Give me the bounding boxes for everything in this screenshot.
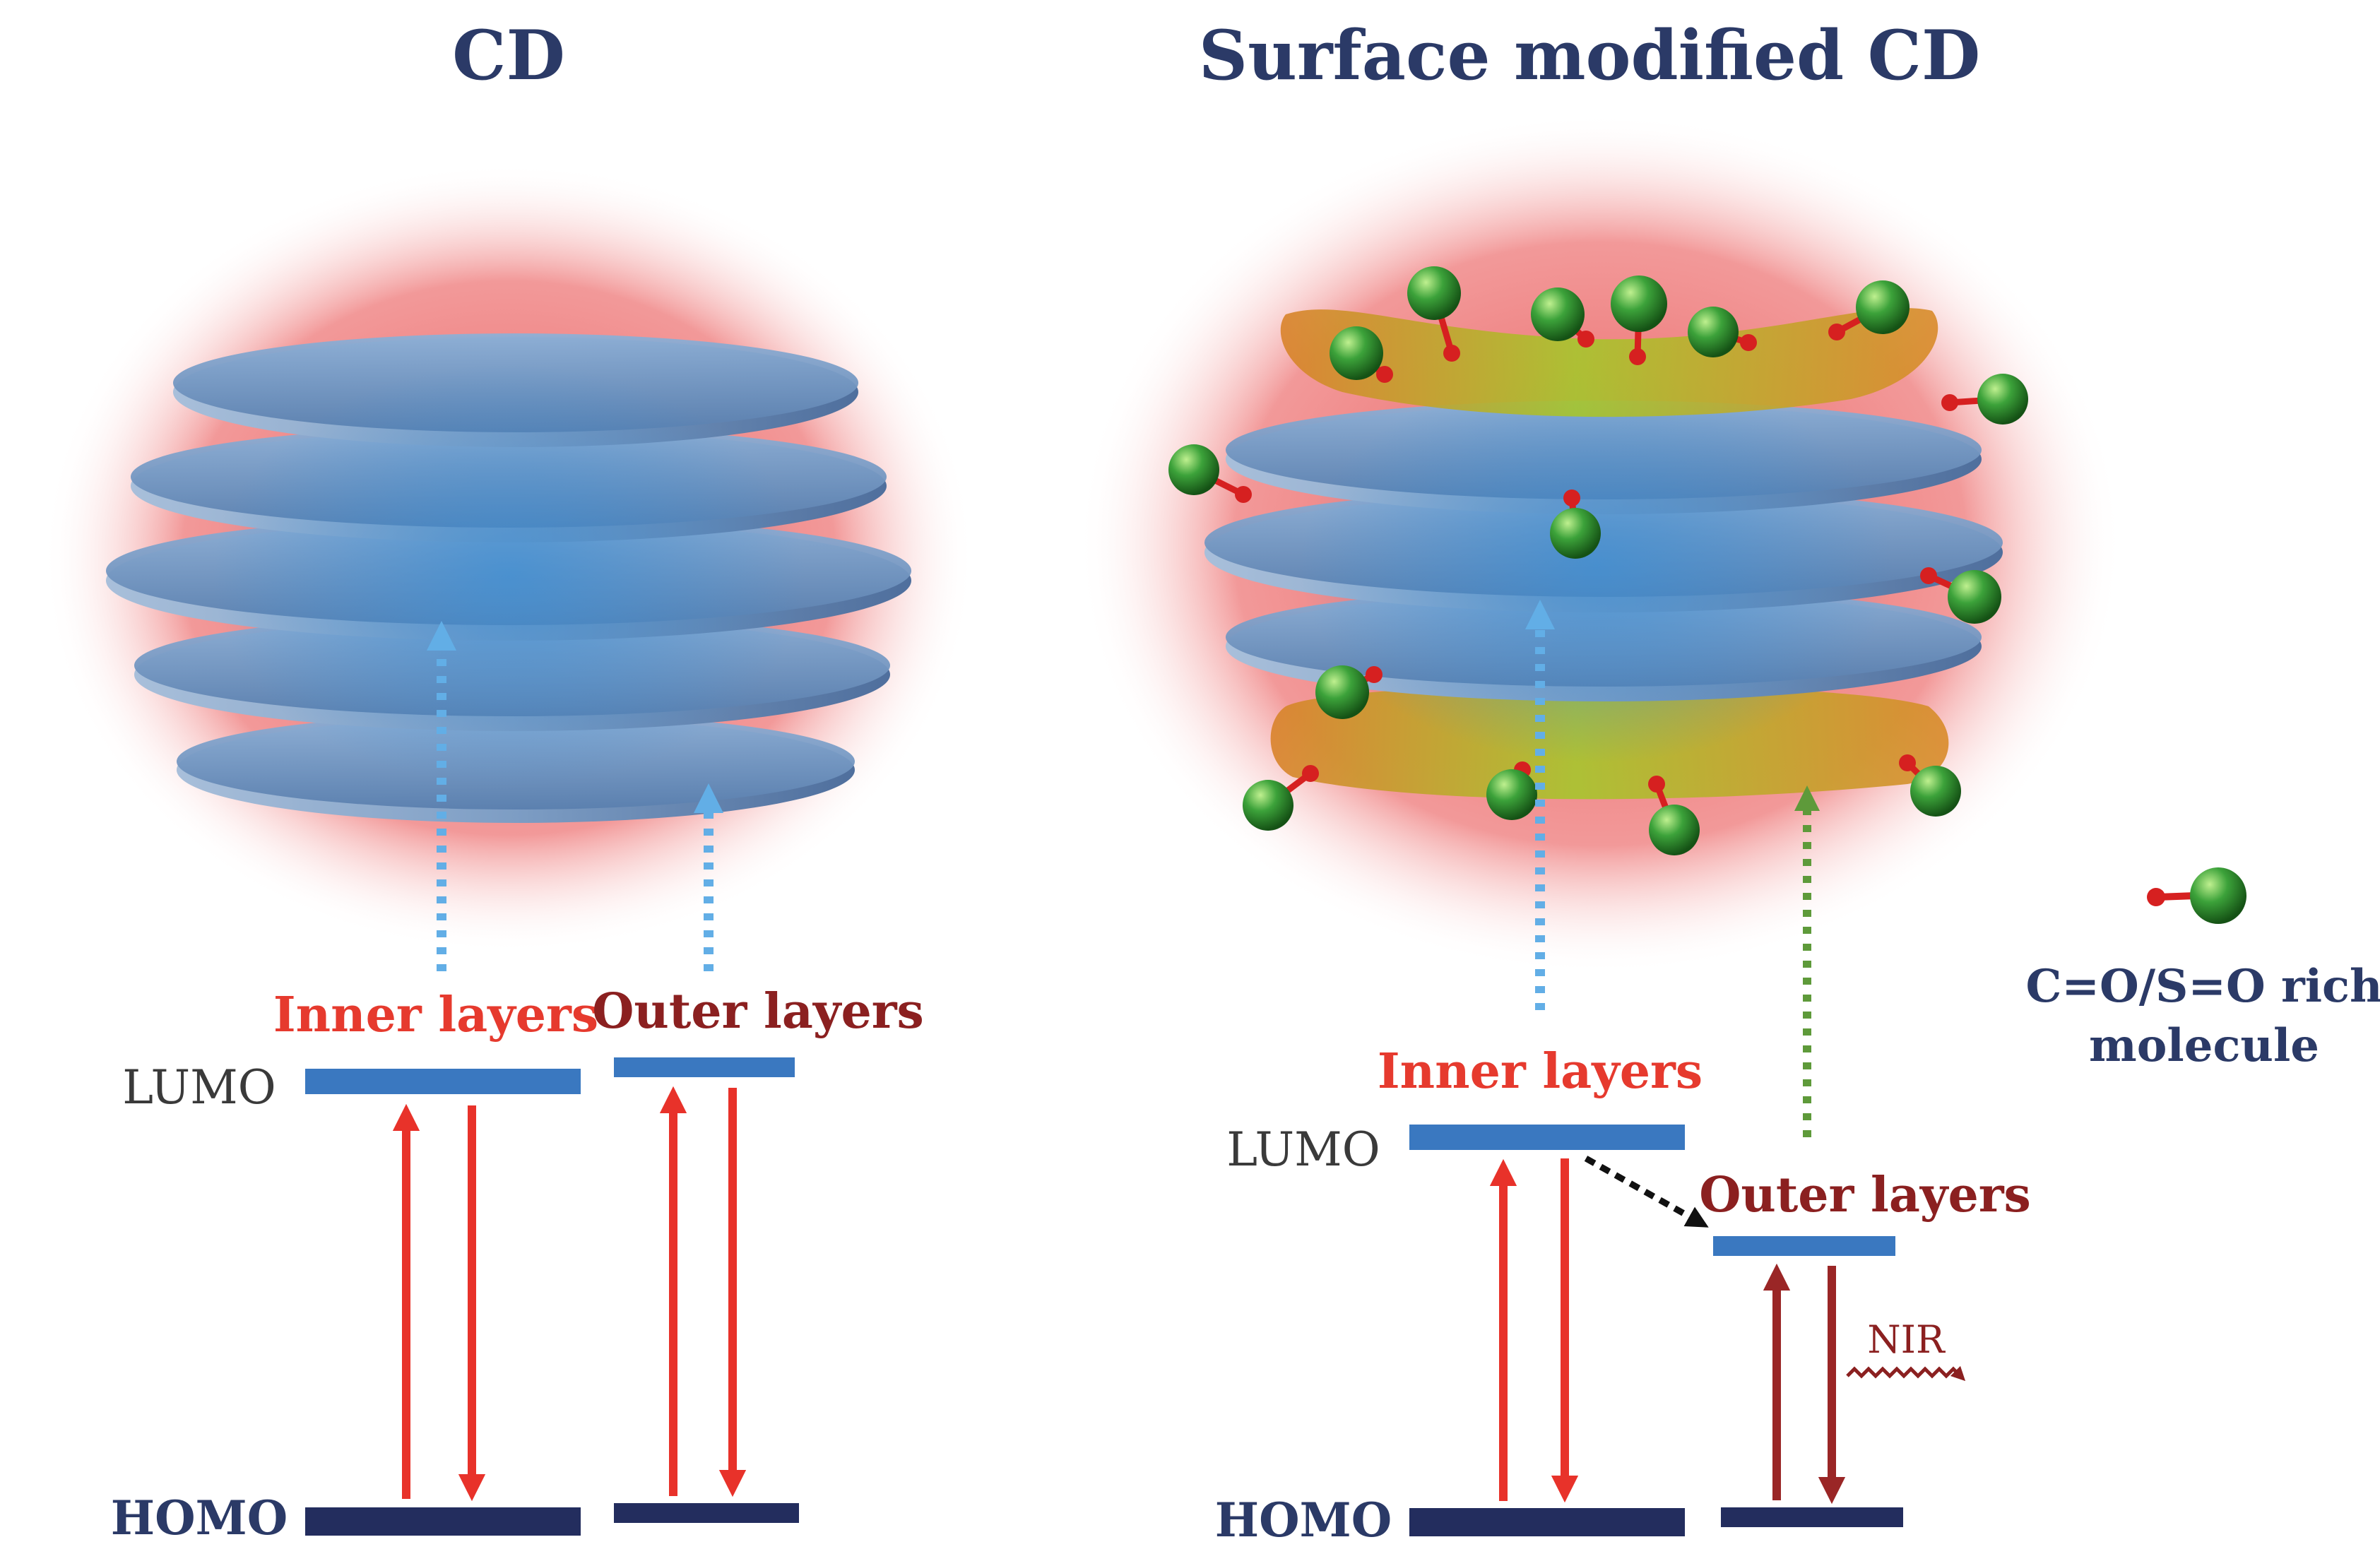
left-outer-homo-bar	[614, 1503, 799, 1523]
oxygen-atom	[1941, 394, 1958, 411]
green-sphere-atom	[1531, 287, 1585, 341]
surface-molecule	[1648, 776, 1700, 855]
title-cd: CD	[452, 16, 565, 95]
oxygen-atom	[1376, 366, 1393, 383]
oxygen-atom	[1302, 765, 1319, 782]
green-sphere-atom	[1330, 326, 1383, 380]
left-outer-layers-label: Outer layers	[592, 983, 924, 1040]
surface-molecule	[1611, 275, 1667, 365]
right-lumo-label: LUMO	[1226, 1122, 1380, 1177]
oxygen-atom	[1899, 754, 1916, 771]
surface-molecules	[1168, 266, 2028, 855]
green-sphere-atom	[1688, 307, 1739, 357]
legend-label-line2: molecule	[2089, 1019, 2319, 1072]
left-inner-lumo-bar	[305, 1069, 581, 1094]
surface-molecule	[1407, 266, 1461, 362]
surface-molecule	[1315, 665, 1383, 719]
green-sphere-atom	[1407, 266, 1461, 320]
surface-modified-cd-illustration	[1077, 113, 2123, 975]
left-inner-homo-bar	[305, 1507, 581, 1536]
legend-label-line1: C=O/S=O rich	[2025, 960, 2380, 1013]
left-energy-diagram: Inner layers Outer layers LUMO HOMO	[111, 983, 924, 1546]
green-sphere-atom	[1910, 766, 1961, 817]
surface-molecule	[1243, 765, 1319, 831]
right-energy-diagram: Inner layers Outer layers LUMO HOMO NIR	[1215, 1043, 2031, 1548]
surface-molecule	[1828, 280, 1910, 340]
legend-molecule-icon	[2147, 867, 2246, 924]
nir-wavy-arrow	[1846, 1365, 1966, 1382]
right-outer-homo-bar	[1721, 1507, 1903, 1527]
oxygen-atom	[1629, 348, 1646, 365]
oxygen-atom	[1740, 334, 1757, 351]
surface-molecule	[1550, 490, 1601, 559]
right-inner-homo-bar	[1409, 1508, 1685, 1536]
right-outer-layers-label: Outer layers	[1699, 1167, 2031, 1223]
nir-label: NIR	[1867, 1317, 1946, 1362]
surface-molecule	[1920, 567, 2001, 624]
cd-disc-stack	[106, 333, 911, 823]
green-sphere-atom	[1243, 780, 1293, 831]
right-outer-lumo-bar	[1713, 1236, 1895, 1256]
surface-molecule	[1899, 754, 1961, 817]
green-sphere-atom	[1856, 280, 1910, 334]
green-sphere-atom	[1550, 508, 1601, 559]
green-sphere-atom	[1649, 805, 1700, 855]
left-inner-layers-label: Inner layers	[273, 987, 598, 1043]
right-homo-label: HOMO	[1215, 1493, 1392, 1548]
cd-illustration	[42, 162, 975, 954]
green-sphere-atom	[1168, 444, 1219, 495]
oxygen-atom	[1648, 776, 1665, 793]
oxygen-atom	[1920, 567, 1937, 584]
green-sphere-atom	[1977, 374, 2028, 425]
surface-molecule	[1330, 326, 1393, 383]
surface-molecule	[1168, 444, 1252, 503]
right-inner-layers-label: Inner layers	[1378, 1043, 1703, 1100]
surface-molecule	[1531, 287, 1594, 348]
green-sphere-atom	[1611, 275, 1667, 332]
green-sphere-atom	[1948, 570, 2001, 624]
oxygen-atom	[1828, 324, 1845, 340]
left-lumo-label: LUMO	[122, 1060, 276, 1115]
legend: C=O/S=O rich molecule	[2025, 867, 2380, 1072]
title-surface-modified-cd: Surface modified CD	[1199, 16, 1980, 95]
green-sphere-atom	[1315, 665, 1369, 719]
oxygen-atom	[1563, 490, 1580, 506]
scd-inner-blue-core	[1300, 367, 1893, 763]
right-inner-lumo-bar	[1409, 1125, 1685, 1150]
surface-molecule	[1941, 374, 2028, 425]
left-homo-label: HOMO	[111, 1490, 288, 1546]
green-sphere-atom	[1486, 769, 1537, 820]
oxygen-atom	[1235, 486, 1252, 503]
energy-transfer-arrow	[1584, 1156, 1709, 1228]
oxygen-atom	[1577, 331, 1594, 348]
oxygen-atom	[1366, 666, 1383, 683]
oxygen-atom	[1443, 345, 1460, 362]
cd-inner-blue-core	[212, 364, 805, 788]
surface-molecule	[1486, 761, 1537, 820]
scd-disc-stack	[1204, 367, 2003, 763]
surface-molecule	[1688, 307, 1757, 357]
left-outer-lumo-bar	[614, 1057, 795, 1077]
